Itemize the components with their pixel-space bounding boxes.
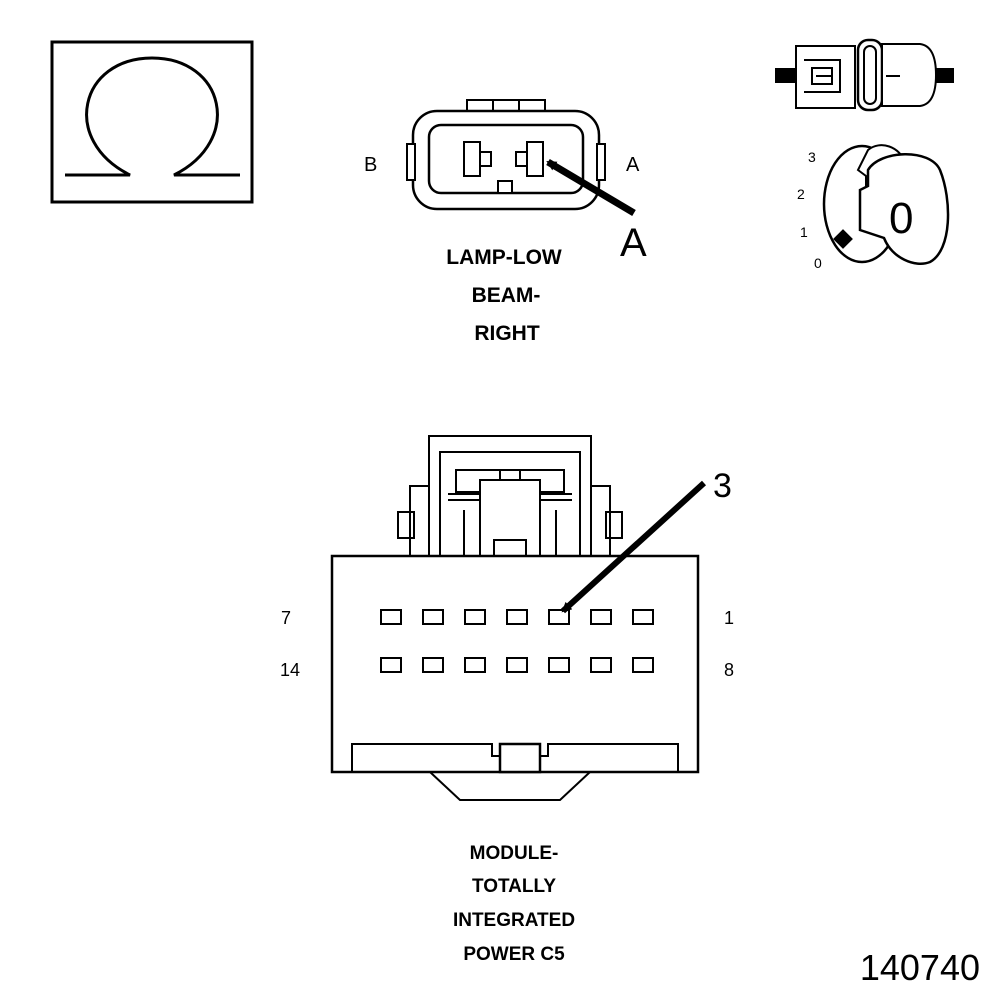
module-row2-left-pin: 14: [280, 660, 300, 680]
module-title-line-2: TOTALLY: [472, 876, 556, 897]
module-connector: [330, 435, 707, 801]
key-position-3: 3: [808, 149, 816, 165]
lamp-callout-a: A: [620, 221, 647, 265]
module-title-line-3: INTEGRATED: [453, 910, 575, 931]
key-position-2: 2: [797, 186, 805, 202]
callout-arrow-3: [560, 480, 707, 614]
key-label: 0: [889, 194, 913, 243]
terminal-b: [463, 141, 492, 177]
module-title-line-1: MODULE-: [470, 843, 559, 864]
module-row1-right-pin: 1: [724, 608, 734, 628]
module-row2-right-pin: 8: [724, 660, 734, 680]
module-callout-3: 3: [713, 467, 732, 505]
omega-ohm-icon: [65, 56, 240, 177]
connector-side-view-icon: [775, 38, 954, 112]
ohm-symbol-box: [50, 40, 254, 204]
lamp-label-b: B: [364, 154, 377, 176]
cavity-row-1: [380, 609, 654, 625]
ignition-key-icon: [822, 144, 950, 265]
lamp-label-a: A: [626, 154, 640, 176]
lamp-title-line-2: BEAM-: [472, 284, 541, 307]
callout-arrow-a: [546, 158, 636, 217]
lamp-connector: [406, 99, 636, 217]
figure-number: 140740: [860, 947, 980, 988]
module-title-line-4: POWER C5: [463, 944, 565, 965]
terminal-a: [515, 141, 544, 177]
lamp-title-line-3: RIGHT: [474, 322, 540, 345]
key-position-0: 0: [814, 255, 822, 271]
cavity-row-2: [380, 657, 654, 673]
module-row1-left-pin: 7: [281, 608, 291, 628]
lamp-title-line-1: LAMP-LOW: [446, 246, 562, 269]
key-position-1: 1: [800, 224, 808, 240]
